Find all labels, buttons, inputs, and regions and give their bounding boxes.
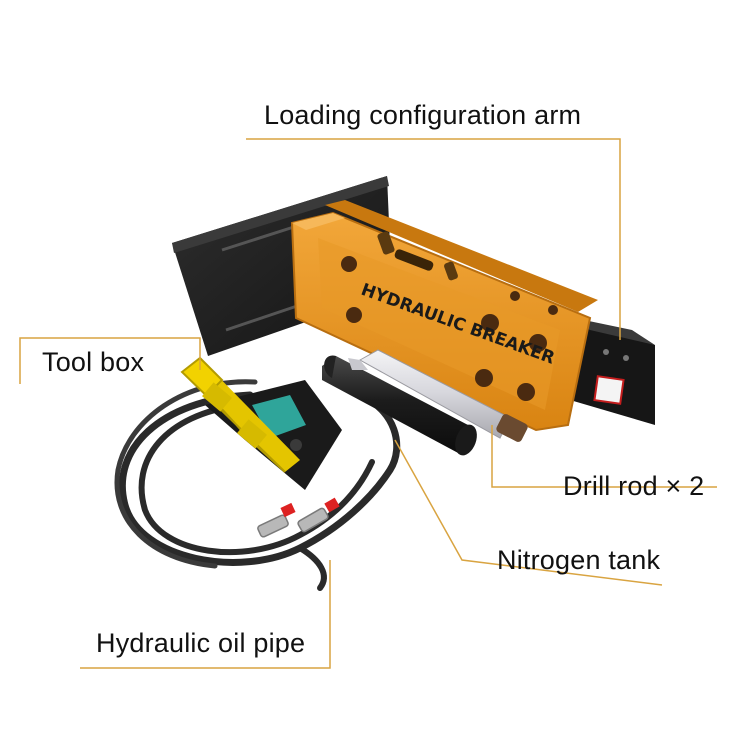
leader-loading-arm xyxy=(246,138,621,340)
leader-hydraulic-pipe xyxy=(80,560,331,669)
leader-tool-box xyxy=(19,337,201,384)
leader-nitrogen-tank xyxy=(394,439,663,586)
label-loading-arm: Loading configuration arm xyxy=(264,100,582,130)
drill-rod xyxy=(348,349,528,442)
leader-lines xyxy=(19,138,717,669)
hydraulic-hose xyxy=(114,379,401,591)
breaker-body: HYDRAULIC BREAKER xyxy=(290,200,598,432)
label-drill-rod: Drill rod × 2 xyxy=(563,471,705,501)
label-nitrogen-tank: Nitrogen tank xyxy=(497,545,661,575)
leader-drill-rod xyxy=(491,425,717,488)
nitrogen-tank xyxy=(322,355,477,456)
tool-box xyxy=(180,356,342,490)
label-tool-box: Tool box xyxy=(42,347,145,377)
label-hydraulic-pipe: Hydraulic oil pipe xyxy=(96,628,306,658)
